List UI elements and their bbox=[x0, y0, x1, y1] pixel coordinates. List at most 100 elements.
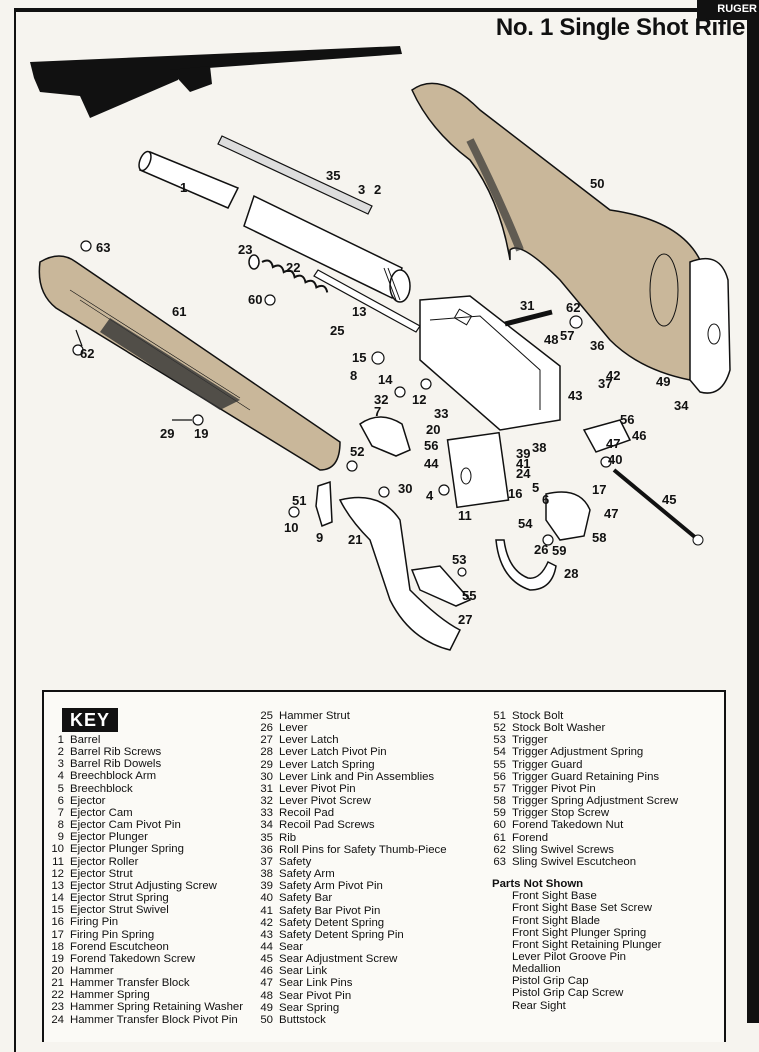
key-entry-number: 40 bbox=[260, 892, 273, 905]
ejector-part bbox=[315, 480, 333, 528]
key-entry-name: Trigger Guard bbox=[512, 758, 583, 771]
key-entry-number: 35 bbox=[260, 831, 273, 844]
callout-number: 33 bbox=[434, 406, 448, 421]
key-entry-name: Sear Adjustment Screw bbox=[279, 953, 398, 966]
callout-number: 56 bbox=[424, 438, 438, 453]
key-entry-number: 23 bbox=[51, 1001, 64, 1014]
callout-number: 24 bbox=[516, 466, 531, 481]
callout-number: 11 bbox=[458, 508, 472, 523]
key-entry-name: Lever Link and Pin Assemblies bbox=[279, 770, 435, 783]
key-entry-name: Sear Link bbox=[279, 965, 328, 978]
key-entry-name: Sear Pivot Pin bbox=[279, 989, 352, 1002]
key-entry-name: Lever Pivot Screw bbox=[279, 795, 371, 808]
callout-number: 52 bbox=[350, 444, 364, 459]
callout-number: 55 bbox=[462, 588, 476, 603]
key-entry-number: 16 bbox=[51, 916, 64, 929]
key-entry-name: Ejector Strut bbox=[70, 867, 133, 880]
key-entry-name: Roll Pins for Safety Thumb-Piece bbox=[279, 843, 447, 856]
callout-number: 42 bbox=[606, 368, 620, 383]
callout-number: 45 bbox=[662, 492, 676, 507]
callout-number: 4 bbox=[426, 488, 434, 503]
key-entry-name: Ejector Strut Spring bbox=[70, 892, 169, 905]
callout-number: 15 bbox=[352, 350, 366, 365]
key-entry-name: Recoil Pad bbox=[279, 807, 335, 820]
callout-number: 49 bbox=[656, 374, 670, 389]
forend-part bbox=[38, 255, 341, 471]
key-entry-name: Sling Swivel Escutcheon bbox=[512, 855, 637, 868]
not-shown-item: Pistol Grip Cap bbox=[512, 975, 589, 988]
callout-number: 61 bbox=[172, 304, 186, 319]
key-entry-number: 28 bbox=[260, 746, 273, 759]
key-entry-number: 31 bbox=[260, 782, 273, 795]
barrel-chamber-part bbox=[243, 194, 411, 303]
callout-number: 58 bbox=[592, 530, 606, 545]
key-entry-number: 51 bbox=[493, 710, 506, 722]
key-entry-number: 30 bbox=[260, 770, 273, 783]
callout-number: 25 bbox=[330, 323, 344, 338]
key-entry-number: 43 bbox=[260, 928, 273, 941]
key-entry-number: 18 bbox=[51, 940, 64, 953]
key-entry-name: Ejector Plunger bbox=[70, 831, 148, 844]
key-entry-name: Sear Link Pins bbox=[279, 977, 353, 990]
key-entry-number: 3 bbox=[57, 758, 64, 771]
key-entry-number: 5 bbox=[57, 782, 64, 795]
key-entry-name: Buttstock bbox=[279, 1013, 326, 1026]
hammer-part bbox=[359, 416, 411, 457]
not-shown-item: Front Sight Retaining Plunger bbox=[512, 938, 662, 951]
breechblock-part bbox=[446, 431, 510, 509]
key-entry-number: 52 bbox=[493, 722, 506, 735]
key-entry-number: 19 bbox=[51, 952, 64, 965]
key-entry-number: 6 bbox=[57, 794, 64, 807]
callout-number: 8 bbox=[350, 368, 357, 383]
key-entry-name: Hammer Transfer Block bbox=[70, 977, 190, 990]
key-entry-number: 26 bbox=[260, 722, 273, 735]
key-entry-name: Forend Takedown Nut bbox=[512, 819, 624, 832]
key-entry-name: Breechblock bbox=[70, 782, 133, 795]
key-entry-number: 57 bbox=[493, 782, 506, 795]
callout-number: 47 bbox=[604, 506, 618, 521]
key-entry-name: Safety Bar Pivot Pin bbox=[279, 904, 381, 917]
key-entry-name: Trigger Spring Adjustment Screw bbox=[512, 795, 679, 808]
callout-number: 14 bbox=[378, 372, 393, 387]
buttstock-part bbox=[411, 82, 701, 381]
key-entry-number: 34 bbox=[260, 819, 273, 832]
callout-number: 7 bbox=[374, 404, 381, 419]
callout-number: 41 bbox=[516, 456, 530, 471]
callout-number: 22 bbox=[286, 260, 300, 275]
key-entry-number: 27 bbox=[260, 734, 273, 747]
key-entry-name: Ejector Roller bbox=[70, 855, 139, 868]
key-entry-name: Trigger Adjustment Spring bbox=[512, 746, 644, 759]
callout-number: 21 bbox=[348, 532, 362, 547]
key-entry-number: 47 bbox=[260, 977, 273, 990]
callout-number: 40 bbox=[608, 452, 622, 467]
key-entry-number: 11 bbox=[52, 855, 64, 868]
callout-number: 26 bbox=[534, 542, 548, 557]
not-shown-item: Front Sight Plunger Spring bbox=[512, 926, 647, 939]
sear-part bbox=[582, 419, 632, 453]
key-entry-name: Lever Latch Spring bbox=[279, 758, 375, 771]
key-entry-name: Ejector bbox=[70, 794, 106, 807]
key-entry-name: Barrel bbox=[70, 734, 101, 746]
key-entry: 47 Sear Link Pins bbox=[255, 977, 447, 989]
